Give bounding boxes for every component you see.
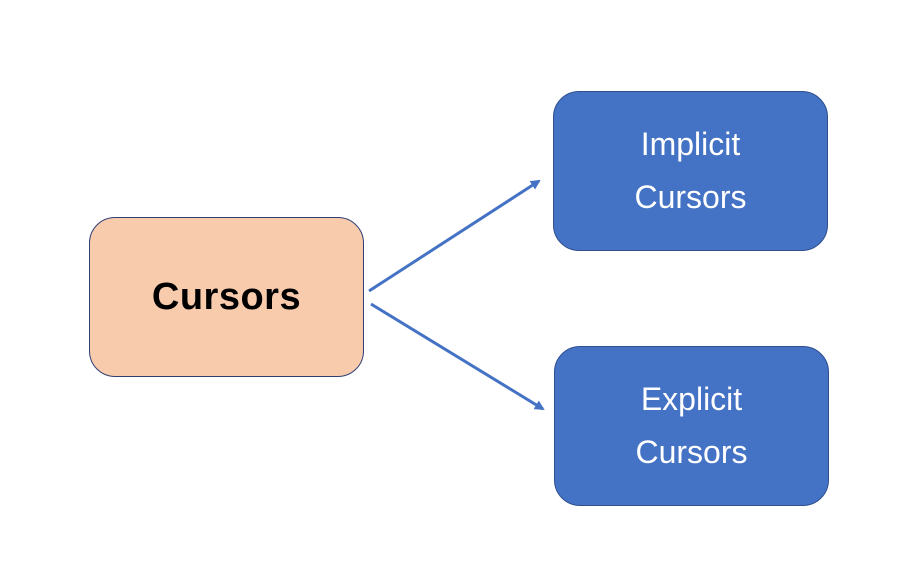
explicit-line1: Explicit	[640, 381, 743, 417]
implicit-line1: Implicit	[640, 126, 741, 162]
root-label: Cursors	[151, 275, 302, 318]
implicit-line2: Cursors	[634, 179, 747, 215]
arrow-to-explicit	[370, 302, 545, 411]
explicit-cursors-label: Explicit Cursors	[635, 373, 747, 479]
explicit-cursors-node: Explicit Cursors	[554, 346, 829, 506]
arrow-to-implicit	[368, 179, 541, 293]
cursors-root-node: Cursors	[89, 217, 364, 377]
implicit-cursors-label: Implicit Cursors	[634, 118, 746, 224]
implicit-cursors-node: Implicit Cursors	[553, 91, 828, 251]
explicit-line2: Cursors	[635, 434, 748, 470]
